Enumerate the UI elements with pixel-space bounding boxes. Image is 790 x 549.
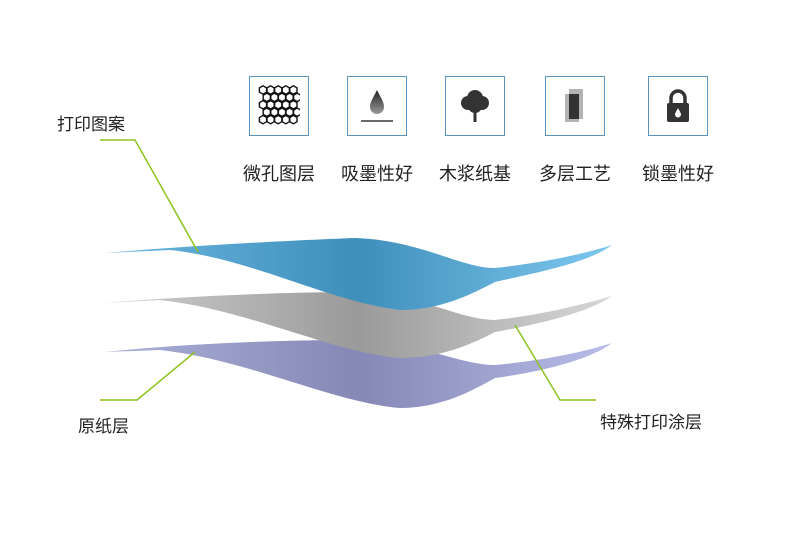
callout-coating: 特殊打印涂层 [600, 413, 702, 433]
coating-layer [105, 292, 612, 358]
print-pattern-layer [105, 238, 612, 310]
feature-label: 吸墨性好 [341, 164, 413, 185]
feature-label: 多层工艺 [539, 164, 611, 185]
base-paper-layer [105, 340, 612, 408]
feature-wood-pulp: 木浆纸基 [425, 76, 525, 186]
callout-line-bottom-right [514, 324, 596, 401]
feature-label: 木浆纸基 [439, 164, 511, 185]
feature-label: 锁墨性好 [642, 164, 714, 185]
feature-label: 微孔图层 [243, 164, 315, 185]
feature-ink-absorption: 吸墨性好 [327, 76, 427, 186]
callout-print-pattern: 打印图案 [57, 115, 125, 135]
honeycomb-icon [249, 76, 309, 136]
feature-microporous: 微孔图层 [229, 76, 329, 186]
callout-line-bottom-left [100, 351, 196, 401]
tree-icon [445, 76, 505, 136]
callout-base-paper: 原纸层 [78, 417, 129, 437]
layers-icon [545, 76, 605, 136]
feature-multilayer: 多层工艺 [525, 76, 625, 186]
feature-ink-lock: 锁墨性好 [628, 76, 728, 186]
lock-icon [648, 76, 708, 136]
callout-line-top [100, 139, 199, 253]
ink-drop-icon [347, 76, 407, 136]
